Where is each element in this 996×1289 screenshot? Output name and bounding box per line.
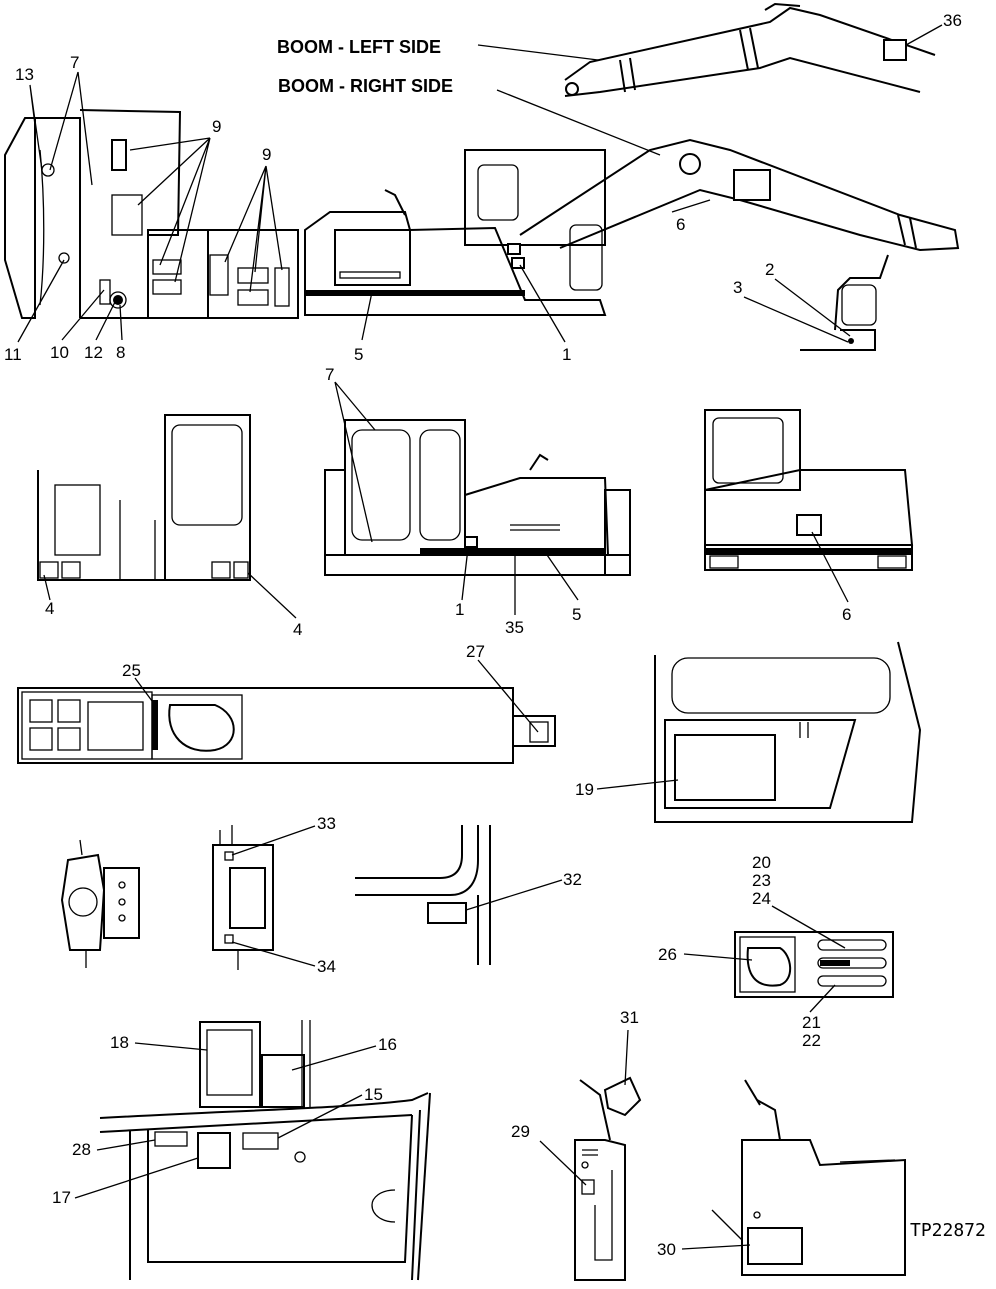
- boom-left-side-drawing: [564, 2, 936, 97]
- callout-11: 11: [4, 345, 22, 364]
- callout-25: 25: [122, 661, 141, 680]
- callout-6-top: 6: [676, 215, 685, 234]
- callout-4-right: 4: [293, 620, 302, 639]
- callout-19: 19: [575, 780, 594, 799]
- callout-27: 27: [466, 642, 485, 661]
- callout-30: 30: [657, 1240, 676, 1259]
- callout-35: 35: [505, 618, 524, 637]
- boom-right-side-drawing: [519, 138, 960, 252]
- machine-rear-view: [704, 409, 914, 571]
- handle-part-drawing: [60, 839, 140, 968]
- callout-2: 2: [765, 260, 774, 279]
- callout-13: 13: [15, 65, 34, 84]
- joystick-panel-drawing: [734, 931, 894, 998]
- callout-9-left: 9: [212, 117, 221, 136]
- callout-34: 34: [317, 957, 336, 976]
- callout-26: 26: [658, 945, 677, 964]
- callout-8: 8: [116, 343, 125, 362]
- callout-12: 12: [84, 343, 103, 362]
- control-lever-side-drawing: [574, 1076, 642, 1281]
- callout-9-right: 9: [262, 145, 271, 164]
- callout-10: 10: [50, 343, 69, 362]
- callout-21: 21: [802, 1013, 821, 1032]
- figure-code: TP22872: [910, 1220, 986, 1241]
- callout-7-top: 7: [70, 53, 79, 72]
- callout-32: 32: [563, 870, 582, 889]
- callout-23: 23: [752, 871, 771, 890]
- boom-left-side-label: BOOM - LEFT SIDE: [277, 37, 441, 57]
- cab-interior-drawing: [4, 109, 299, 319]
- decal-36-box: [883, 39, 907, 61]
- decal-6-boom-box: [733, 169, 771, 201]
- cab-right-corner-drawing: [800, 254, 889, 351]
- callout-33: 33: [317, 814, 336, 833]
- callout-22: 22: [802, 1031, 821, 1050]
- machine-left-view: [324, 419, 631, 576]
- callout-36: 36: [943, 11, 962, 30]
- callout-3: 3: [733, 278, 742, 297]
- control-lever-rear-drawing: [711, 1079, 906, 1276]
- callout-28: 28: [72, 1140, 91, 1159]
- callout-7-mid: 7: [325, 365, 334, 384]
- boom-right-side-label: BOOM - RIGHT SIDE: [278, 76, 453, 96]
- cab-rear-panel-drawing: [99, 1020, 431, 1281]
- callout-1-top: 1: [562, 345, 571, 364]
- rear-view-drawing: [37, 414, 251, 581]
- cab-door-drawing: [654, 641, 922, 823]
- callout-17: 17: [52, 1188, 71, 1207]
- decal-6-rear-box: [796, 514, 822, 536]
- window-frame-drawing: [355, 825, 491, 965]
- decal-1-side: [507, 243, 521, 255]
- callout-5-top: 5: [354, 345, 363, 364]
- callout-6-mid: 6: [842, 605, 851, 624]
- console-top-view: [17, 687, 556, 764]
- callout-5-mid: 5: [572, 605, 581, 624]
- decal-1b-side: [511, 257, 525, 269]
- callout-31: 31: [620, 1008, 639, 1027]
- callout-16: 16: [378, 1035, 397, 1054]
- machine-side-view: [304, 149, 607, 316]
- callout-20: 20: [752, 853, 771, 872]
- callout-4-left: 4: [45, 599, 54, 618]
- switch-bracket-drawing: [212, 825, 274, 970]
- callout-18: 18: [110, 1033, 129, 1052]
- callout-24: 24: [752, 889, 771, 908]
- callout-15: 15: [364, 1085, 383, 1104]
- callout-29: 29: [511, 1122, 530, 1141]
- callout-1-mid: 1: [455, 600, 464, 619]
